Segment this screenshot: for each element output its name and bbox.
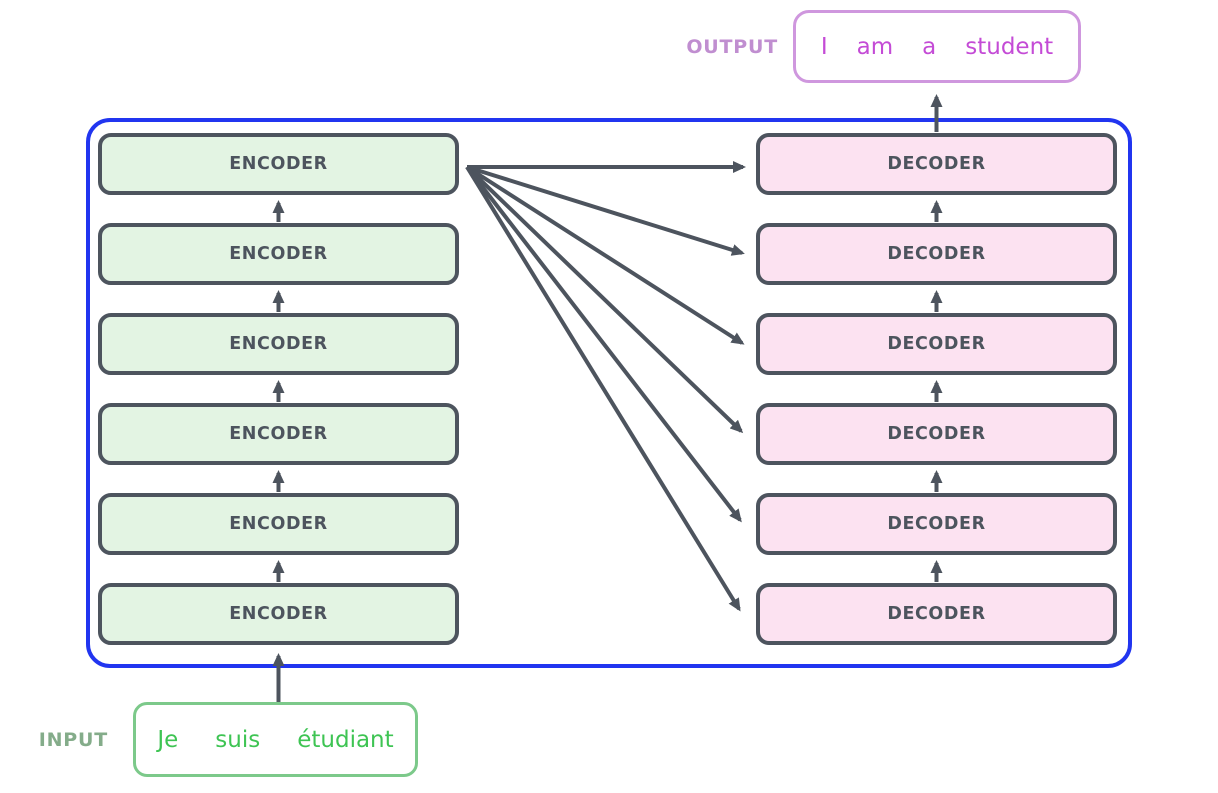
decoder-label: DECODER [887,424,986,444]
output-word: am [856,33,894,60]
encoder-label: ENCODER [229,154,328,174]
input-word: Je [157,726,179,753]
encoder-box-2: ENCODER [98,493,459,555]
encoder-box-5: ENCODER [98,223,459,285]
encoder-label: ENCODER [229,244,328,264]
decoder-box-5: DECODER [756,223,1117,285]
input-label: INPUT [38,728,108,751]
encoder-label: ENCODER [229,334,328,354]
decoder-label: DECODER [887,244,986,264]
encoder-label: ENCODER [229,604,328,624]
decoder-box-6: DECODER [756,133,1117,195]
output-label: OUTPUT [686,35,778,58]
decoder-box-4: DECODER [756,313,1117,375]
decoder-label: DECODER [887,154,986,174]
output-word: a [922,33,937,60]
input-word: suis [215,726,261,753]
output-word: I [820,33,828,60]
encoder-box-1: ENCODER [98,583,459,645]
decoder-label: DECODER [887,604,986,624]
output-word: student [965,33,1054,60]
decoder-label: DECODER [887,514,986,534]
decoder-box-2: DECODER [756,493,1117,555]
input-word: étudiant [297,726,394,753]
decoder-box-1: DECODER [756,583,1117,645]
encoder-box-6: ENCODER [98,133,459,195]
decoder-box-3: DECODER [756,403,1117,465]
encoder-box-3: ENCODER [98,403,459,465]
decoder-label: DECODER [887,334,986,354]
encoder-box-4: ENCODER [98,313,459,375]
encoder-label: ENCODER [229,424,328,444]
input-box: Je suis étudiant [133,702,418,777]
encoder-label: ENCODER [229,514,328,534]
output-box: I am a student [793,10,1081,83]
